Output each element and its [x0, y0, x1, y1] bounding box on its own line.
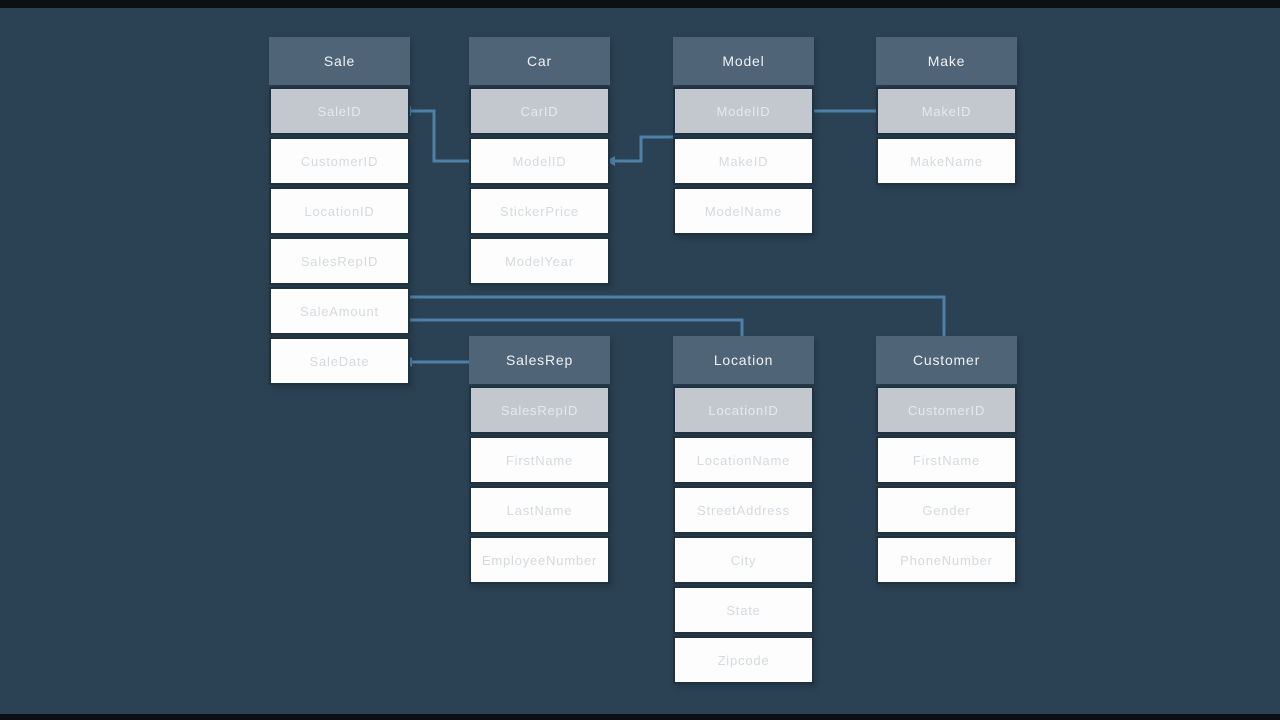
key-field-model: ModelID — [673, 87, 814, 135]
field-row-sale-4: SaleDate — [269, 337, 410, 385]
key-field-sale: SaleID — [269, 87, 410, 135]
field-row-location-2: City — [673, 536, 814, 584]
table-title-model: Model — [673, 37, 814, 85]
field-row-car-1: StickerPrice — [469, 187, 610, 235]
letterbox-top-bar — [0, 0, 1280, 8]
connector-sale-to-customer — [410, 295, 946, 337]
letterbox-bottom-bar — [0, 714, 1280, 720]
table-title-location: Location — [673, 336, 814, 384]
connector-sale-to-car — [402, 106, 469, 163]
table-title-car: Car — [469, 37, 610, 85]
table-title-salesrep: SalesRep — [469, 336, 610, 384]
key-field-salesrep: SalesRepID — [469, 386, 610, 434]
connector-car-to-model — [606, 135, 673, 166]
key-field-customer: CustomerID — [876, 386, 1017, 434]
field-row-salesrep-0: FirstName — [469, 436, 610, 484]
field-row-sale-0: CustomerID — [269, 137, 410, 185]
field-row-salesrep-1: LastName — [469, 486, 610, 534]
field-row-car-2: ModelYear — [469, 237, 610, 285]
field-row-sale-3: SaleAmount — [269, 287, 410, 335]
key-field-car: CarID — [469, 87, 610, 135]
key-field-location: LocationID — [673, 386, 814, 434]
field-row-sale-2: SalesRepID — [269, 237, 410, 285]
connector-sale-to-location — [410, 318, 744, 337]
field-row-location-4: Zipcode — [673, 636, 814, 684]
table-title-sale: Sale — [269, 37, 410, 85]
field-row-location-3: State — [673, 586, 814, 634]
field-row-model-0: MakeID — [673, 137, 814, 185]
field-row-model-1: ModelName — [673, 187, 814, 235]
table-title-make: Make — [876, 37, 1017, 85]
field-row-car-0: ModelID — [469, 137, 610, 185]
field-row-sale-1: LocationID — [269, 187, 410, 235]
field-row-customer-2: PhoneNumber — [876, 536, 1017, 584]
field-row-salesrep-2: EmployeeNumber — [469, 536, 610, 584]
field-row-location-1: StreetAddress — [673, 486, 814, 534]
key-field-make: MakeID — [876, 87, 1017, 135]
table-title-customer: Customer — [876, 336, 1017, 384]
field-row-customer-1: Gender — [876, 486, 1017, 534]
field-row-make-0: MakeName — [876, 137, 1017, 185]
connector-sale-to-salesrep — [403, 357, 469, 367]
field-row-location-0: LocationName — [673, 436, 814, 484]
field-row-customer-0: FirstName — [876, 436, 1017, 484]
